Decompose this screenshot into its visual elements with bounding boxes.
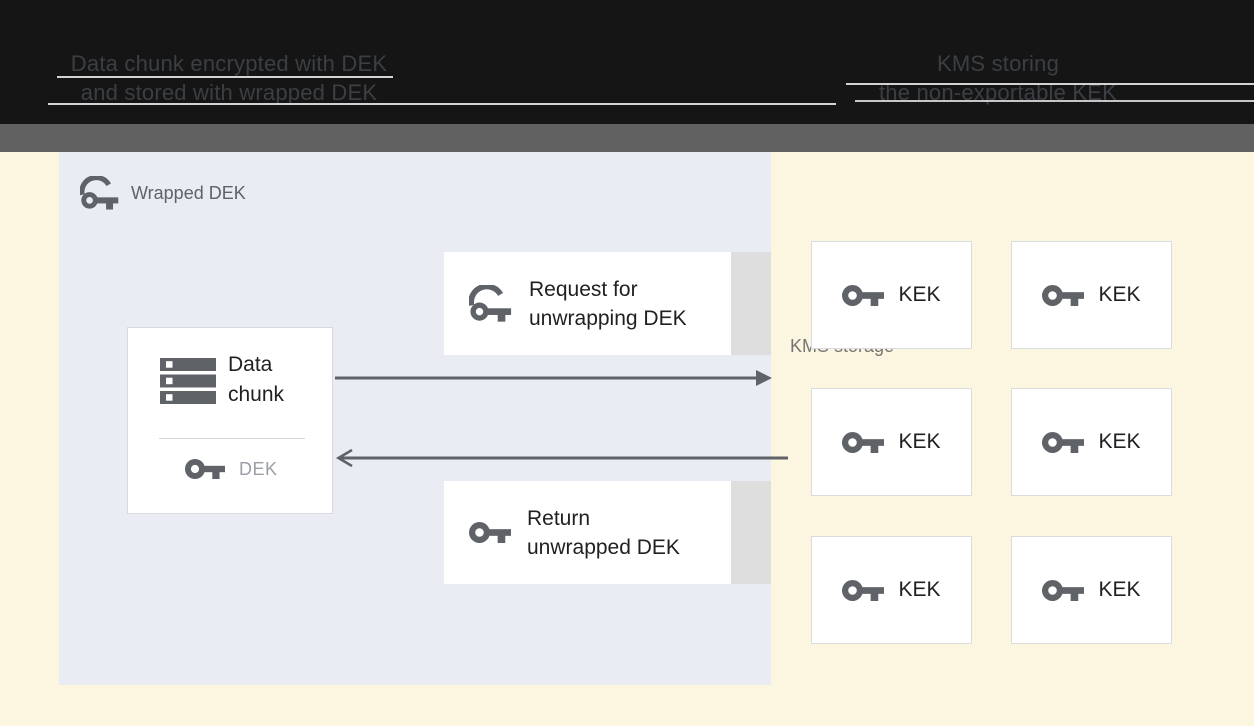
key-icon [1042, 429, 1084, 456]
request-unwrap-text: Request for unwrapping DEK [529, 275, 687, 333]
request-line: unwrapping DEK [529, 306, 687, 330]
caption-data-chunk: Data chunk encrypted with DEK and stored… [58, 49, 400, 107]
request-unwrap-box: Request for unwrapping DEK [444, 252, 731, 355]
kek-box: KEK [1011, 388, 1172, 496]
kek-label: KEK [1098, 283, 1141, 306]
data-chunk-title: Data chunk [228, 353, 285, 406]
kek-box: KEK [1011, 536, 1172, 644]
kek-box: KEK [811, 536, 972, 644]
wrapped-key-icon [80, 176, 120, 210]
render-artifact-line [57, 76, 393, 78]
kek-label: KEK [898, 430, 941, 453]
key-icon [1042, 282, 1084, 309]
caption-line: KMS storing [936, 51, 1060, 76]
caption-kms: KMS storing the non-exportable KEK [838, 49, 1158, 107]
key-icon [842, 577, 884, 604]
kek-label: KEK [1098, 430, 1141, 453]
divider-band [0, 124, 1254, 152]
render-artifact-line [855, 100, 1254, 102]
wrapped-dek-label-row: Wrapped DEK [80, 176, 246, 210]
kek-label: KEK [898, 578, 941, 601]
kek-label: KEK [1098, 578, 1141, 601]
return-line: unwrapped DEK [527, 535, 680, 559]
wrapped-dek-label: Wrapped DEK [131, 182, 246, 203]
key-icon [185, 456, 225, 482]
arrow-request-to-kms [335, 370, 772, 386]
kek-box: KEK [811, 388, 972, 496]
request-line: Request for [529, 277, 638, 301]
dek-label: DEK [239, 458, 278, 479]
data-chunk-box: Data chunk DEK [127, 327, 333, 514]
return-unwrap-text: Return unwrapped DEK [527, 504, 680, 562]
wrapped-key-icon [469, 285, 513, 322]
return-box-strip [731, 481, 771, 584]
key-icon [842, 429, 884, 456]
return-line: Return [527, 506, 591, 530]
diagram-canvas: Wrapped DEK Data chunk DEK Request for u… [0, 152, 1254, 726]
key-icon [842, 282, 884, 309]
data-chunk-divider [159, 438, 305, 439]
kek-box: KEK [811, 241, 972, 349]
caption-line: Data chunk encrypted with DEK [70, 51, 388, 76]
key-icon [1042, 577, 1084, 604]
arrow-kms-to-data-chunk [335, 448, 788, 468]
kek-label: KEK [898, 283, 941, 306]
kek-box: KEK [1011, 241, 1172, 349]
wrapped-dek-panel: Wrapped DEK Data chunk DEK Request for u… [59, 152, 788, 685]
storage-icon [160, 358, 216, 404]
key-icon [469, 519, 511, 546]
dek-row: DEK [185, 456, 278, 482]
header-band: Data chunk encrypted with DEK and stored… [0, 0, 1254, 124]
return-unwrap-box: Return unwrapped DEK [444, 481, 731, 584]
caption-line: and stored with wrapped DEK [80, 80, 378, 105]
request-box-strip [731, 252, 771, 355]
render-artifact-line [48, 103, 836, 105]
render-artifact-line [846, 83, 1254, 85]
